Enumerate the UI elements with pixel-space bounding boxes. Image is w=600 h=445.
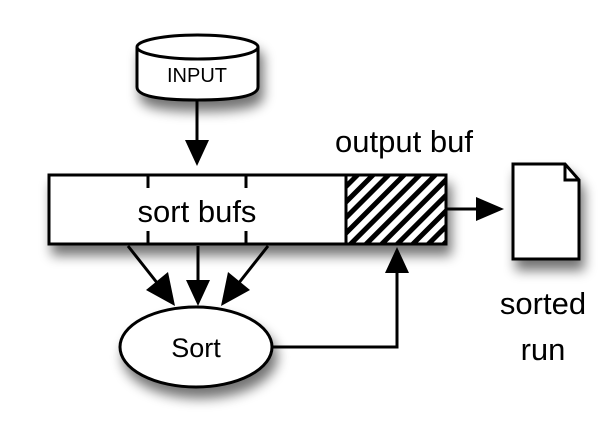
sort-label: Sort <box>171 333 221 363</box>
input-database-icon <box>135 33 260 102</box>
output-buf-label: output buf <box>335 124 473 159</box>
output-buffer-hatched <box>344 173 448 246</box>
sorted-run-label-line1: sorted <box>500 286 586 321</box>
arrow-input-to-buffers <box>185 101 209 166</box>
input-label: INPUT <box>167 65 227 87</box>
document-icon <box>511 162 581 261</box>
arrow-sort-to-output <box>272 247 409 349</box>
arrow-output-to-run <box>446 197 504 221</box>
sorted-run-label-line2: run <box>521 332 566 367</box>
sort-bufs-label: sort bufs <box>138 194 257 229</box>
arrows-buffers-to-sort <box>126 245 270 306</box>
sort-buffer-dividers <box>146 175 248 244</box>
